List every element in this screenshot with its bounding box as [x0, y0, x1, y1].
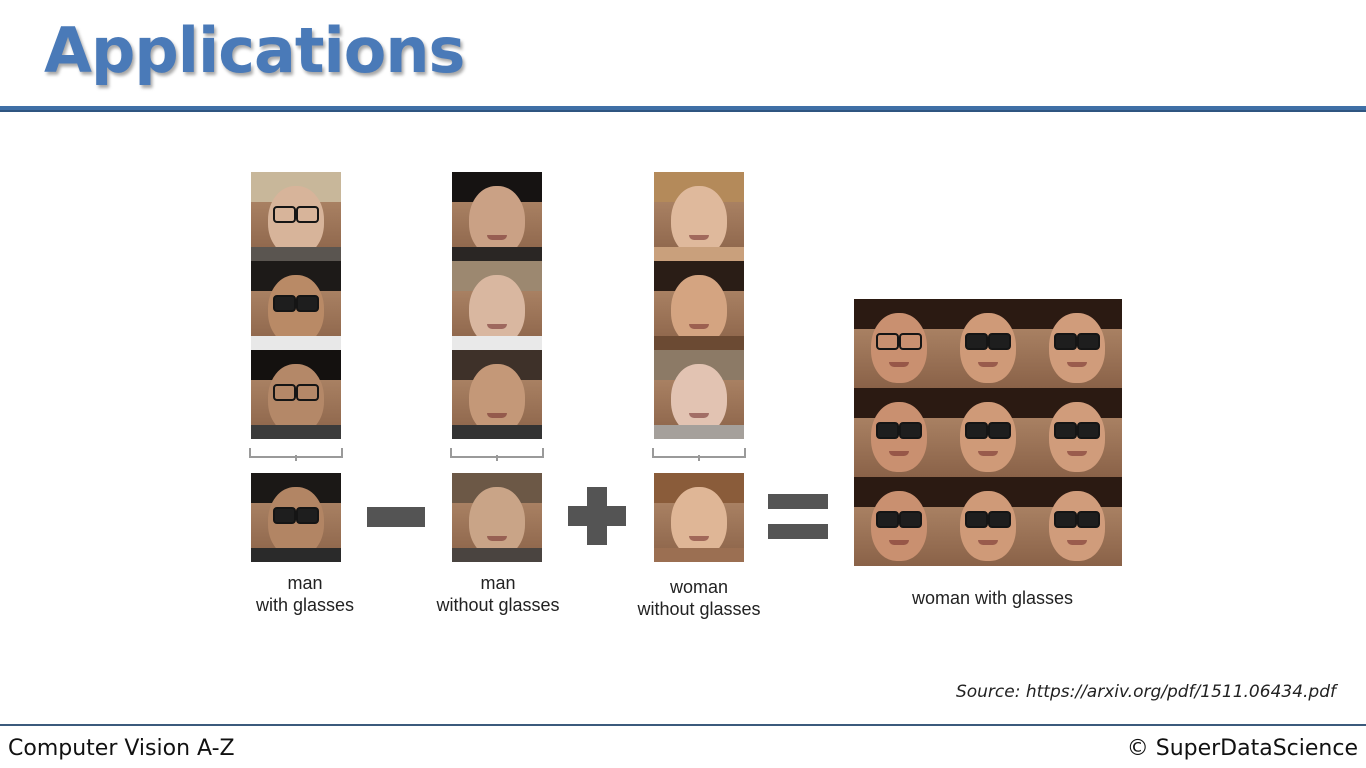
source-citation: Source: https://arxiv.org/pdf/1511.06434…	[955, 682, 1336, 702]
face-man-without-glasses-1	[452, 172, 542, 261]
face-result-man-with-glasses	[251, 473, 341, 562]
footer-divider	[0, 724, 1366, 726]
face-woman-without-glasses-3	[654, 350, 744, 439]
bracket	[249, 448, 343, 461]
label-line: without glasses	[436, 595, 560, 615]
face-woman-with-glasses	[854, 477, 944, 566]
face-result-woman-without-glasses	[654, 473, 744, 562]
face-result-man-without-glasses	[452, 473, 542, 562]
face-woman-with-glasses	[1032, 299, 1122, 388]
footer-copyright: © SuperDataScience	[1126, 736, 1358, 761]
label-man-without-glasses: man without glasses	[420, 572, 576, 616]
minus-icon	[367, 507, 425, 527]
equals-icon	[768, 494, 828, 509]
equals-icon-lower	[768, 524, 828, 539]
face-man-without-glasses-2	[452, 261, 542, 350]
face-woman-with-glasses	[943, 299, 1033, 388]
title-divider	[0, 106, 1366, 112]
label-woman-without-glasses: woman without glasses	[622, 576, 776, 620]
face-woman-with-glasses	[943, 388, 1033, 477]
label-line: man	[480, 573, 516, 593]
slide-title: Applications	[44, 14, 465, 87]
footer-course-name: Computer Vision A-Z	[8, 736, 235, 761]
label-line: woman	[669, 577, 729, 597]
face-woman-with-glasses	[854, 299, 944, 388]
face-man-with-glasses-3	[251, 350, 341, 439]
label-line: with glasses	[255, 595, 355, 615]
face-man-with-glasses-1	[251, 172, 341, 261]
label-line: man	[287, 573, 323, 593]
plus-icon-vertical	[587, 487, 607, 545]
face-woman-without-glasses-1	[654, 172, 744, 261]
face-man-with-glasses-2	[251, 261, 341, 350]
face-man-without-glasses-3	[452, 350, 542, 439]
bracket	[450, 448, 544, 461]
face-woman-without-glasses-2	[654, 261, 744, 350]
face-woman-with-glasses	[943, 477, 1033, 566]
bracket	[652, 448, 746, 461]
label-man-with-glasses: man with glasses	[230, 572, 380, 616]
face-woman-with-glasses	[1032, 388, 1122, 477]
label-woman-with-glasses: woman with glasses	[911, 588, 1074, 608]
face-woman-with-glasses	[1032, 477, 1122, 566]
face-woman-with-glasses	[854, 388, 944, 477]
label-line: without glasses	[637, 599, 761, 619]
